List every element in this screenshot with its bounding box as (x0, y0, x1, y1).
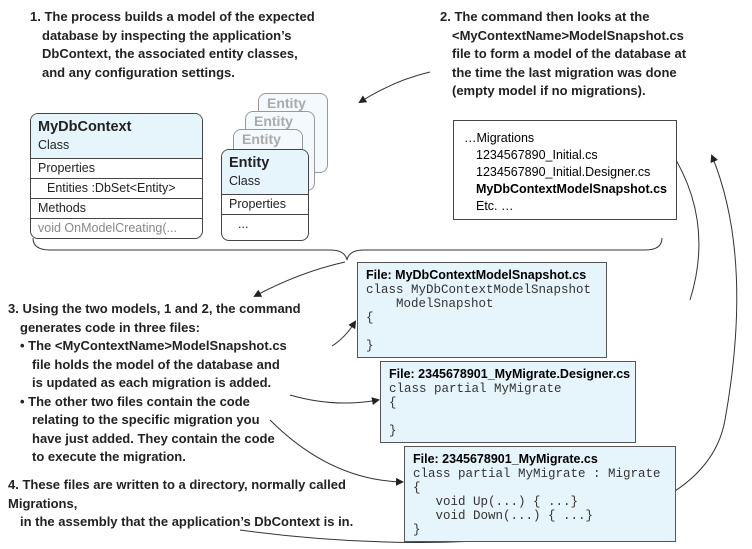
ghost-label: Entity (242, 131, 281, 147)
note-line: generates code in three files: (20, 319, 200, 335)
ghost-label: Entity (267, 95, 306, 111)
note-step-1: 1. The process builds a model of the exp… (30, 8, 330, 82)
designer-file-box: File: 2345678901_MyMigrate.Designer.cs c… (380, 361, 636, 443)
arrow-step4-to-migrations (239, 154, 738, 543)
note-line: is updated as each migration is added. (32, 375, 272, 390)
note-step-2: 2. The command then looks at the <MyCont… (440, 8, 740, 101)
note-line: DbContext, the associated entity classes… (42, 46, 298, 61)
note-line: • The other two files contain the code (20, 393, 250, 409)
note-step-4: 4. These files are written to a director… (8, 476, 398, 532)
class-row: Methods (31, 199, 202, 219)
folder-line: 1234567890_Initial.Designer.cs (476, 165, 651, 179)
arrow-model2-to-model1 (358, 71, 431, 104)
file-title: File: 2345678901_MyMigrate.cs (413, 452, 598, 466)
note-line: file holds the model of the database and (32, 356, 280, 372)
file-code: class partial MyMigrate { } (389, 382, 562, 438)
arrow-to-migrate-file (269, 419, 404, 486)
file-title: File: MyDbContextModelSnapshot.cs (366, 268, 587, 282)
class-name: Entity (229, 155, 270, 171)
note-line: file to form a model of the database at (452, 46, 687, 61)
class-row: void OnModelCreating(... (38, 221, 177, 235)
note-line: database by inspecting the application’s (42, 27, 292, 43)
class-row: Entities :DbSet<Entity> (31, 179, 202, 199)
folder-line: Etc. … (476, 199, 514, 213)
note-line: to execute the migration. (32, 449, 186, 464)
note-line: have just added. They contain the code (32, 430, 275, 446)
migrations-folder-box: …Migrations 1234567890_Initial.cs 123456… (453, 120, 677, 220)
note-line: 4. These files are written to a director… (8, 477, 346, 511)
class-row: Properties (31, 159, 202, 179)
folder-line: MyDbContextModelSnapshot.cs (476, 182, 667, 196)
class-name: MyDbContext (38, 119, 132, 135)
folder-line: 1234567890_Initial.cs (476, 148, 598, 162)
migrate-file-box: File: 2345678901_MyMigrate.cs class part… (404, 446, 676, 542)
note-line: • The <MyContextName>ModelSnapshot.cs (20, 338, 287, 353)
class-row: Properties (222, 195, 308, 215)
note-line: 1. The process builds a model of the exp… (30, 9, 315, 24)
brace (32, 237, 663, 261)
note-line: in the assembly that the application’s D… (20, 514, 354, 529)
note-step-3: 3. Using the two models, 1 and 2, the co… (8, 300, 343, 467)
arrow-to-designer-file (289, 394, 380, 406)
class-kind: Class (38, 138, 70, 152)
snapshot-file-box: File: MyDbContextModelSnapshot.cs class … (357, 262, 607, 358)
arrow-brace-to-step3 (253, 261, 346, 297)
note-line: 2. The command then looks at the (440, 9, 650, 24)
file-code: class MyDbContextModelSnapshot ModelSnap… (366, 283, 592, 353)
arrow-to-snapshot-file (331, 320, 357, 347)
note-line: 3. Using the two models, 1 and 2, the co… (8, 301, 301, 316)
note-line: (empty model if no migrations). (452, 83, 646, 98)
note-line: the time the last migration was done (452, 64, 677, 80)
note-line: relating to the specific migration you (32, 412, 260, 427)
ghost-label: Entity (254, 113, 293, 129)
class-kind: Class (229, 174, 261, 188)
note-line: <MyContextName>ModelSnapshot.cs (452, 27, 684, 43)
folder-line: …Migrations (464, 131, 535, 145)
file-title: File: 2345678901_MyMigrate.Designer.cs (389, 367, 631, 381)
class-row: ... (238, 217, 249, 231)
file-code: class partial MyMigrate : Migrate { void… (413, 467, 661, 537)
note-line: and any configuration settings. (42, 64, 235, 80)
arrow-files-to-migrations (668, 148, 700, 301)
